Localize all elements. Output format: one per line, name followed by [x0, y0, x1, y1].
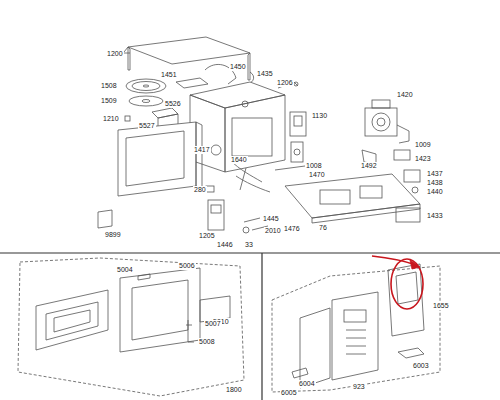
- callout-number: 5007: [204, 320, 222, 328]
- callout-number: 1445: [262, 215, 280, 223]
- callout-number: 1451: [160, 71, 178, 79]
- callout-number: 1433: [426, 212, 444, 220]
- callout-number: 1470: [308, 171, 326, 179]
- callout-number: 2010: [264, 227, 282, 235]
- callout-number: 6004: [298, 380, 316, 388]
- callout-number: 5008: [198, 338, 216, 346]
- callout-number: 923: [352, 383, 366, 391]
- callout-number: 1438: [426, 179, 444, 187]
- callout-number: 1130: [311, 112, 328, 120]
- callout-number: 1508: [100, 82, 118, 90]
- callout-number: 76: [318, 224, 328, 232]
- callout-number: 1417: [193, 146, 211, 154]
- callout-number: 1492: [360, 162, 378, 170]
- callout-number: 5006: [178, 262, 196, 270]
- callout-number: 9899: [104, 231, 122, 239]
- callout-number: 1009: [414, 141, 432, 149]
- callout-number: 1476: [283, 225, 301, 233]
- callout-number: 6003: [412, 362, 430, 370]
- callout-number: 1440: [426, 188, 444, 196]
- callout-number: 1437: [426, 170, 444, 178]
- callout-number: 1655: [432, 302, 450, 310]
- callout-number: 1435: [256, 70, 274, 78]
- callout-number: 1206: [276, 79, 294, 87]
- callout-number: 1800: [225, 386, 243, 394]
- callout-number: 1446: [216, 241, 234, 249]
- callout-number: 33: [244, 241, 254, 249]
- callout-number: 1420: [396, 91, 414, 99]
- callout-number: 5526: [164, 100, 182, 108]
- callout-number: 5004: [116, 266, 134, 274]
- callout-number: 1205: [198, 232, 216, 240]
- callout-number: 6005: [280, 389, 298, 397]
- callout-number: 5527: [138, 122, 156, 130]
- callout-number: 1423: [414, 155, 432, 163]
- callout-number: 1008: [305, 162, 323, 170]
- callout-number: 1640: [230, 156, 248, 164]
- callout-number: 1210: [102, 115, 120, 123]
- callout-number: 1450: [229, 63, 247, 71]
- callout-number: 1200: [106, 50, 124, 58]
- callout-number: 1509: [100, 97, 118, 105]
- callout-number: 280: [193, 186, 207, 194]
